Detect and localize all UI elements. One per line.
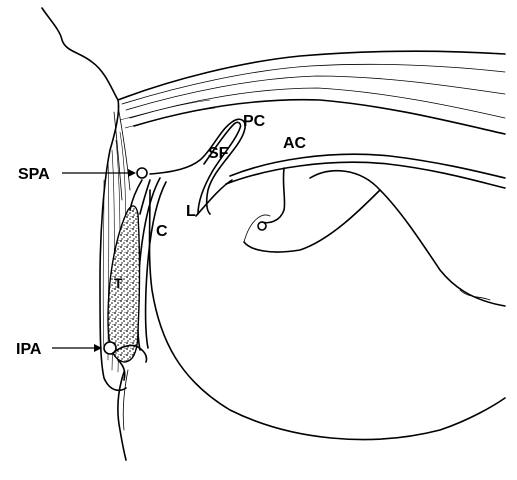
- label-ipa: IPA: [16, 341, 42, 358]
- label-pc: PC: [243, 113, 266, 130]
- label-sf: SF: [208, 145, 229, 162]
- conjunctiva-line: [136, 177, 161, 351]
- globe-outline: [229, 153, 506, 179]
- fornix-loop: [149, 118, 246, 215]
- eyelash: [117, 371, 127, 461]
- skin-outline: [41, 7, 127, 392]
- label-c: C: [156, 223, 168, 240]
- inferior-peripheral-arcade-vessel: [103, 341, 117, 355]
- label-spa: SPA: [18, 166, 50, 183]
- tarsus: [107, 205, 141, 363]
- label-t: T: [114, 275, 123, 291]
- superior-peripheral-arcade-vessel: [136, 167, 148, 179]
- label-l: L: [186, 203, 196, 220]
- upper-tissue-lines: [113, 50, 506, 201]
- label-leaders: [52, 169, 136, 352]
- label-ac: AC: [283, 135, 307, 152]
